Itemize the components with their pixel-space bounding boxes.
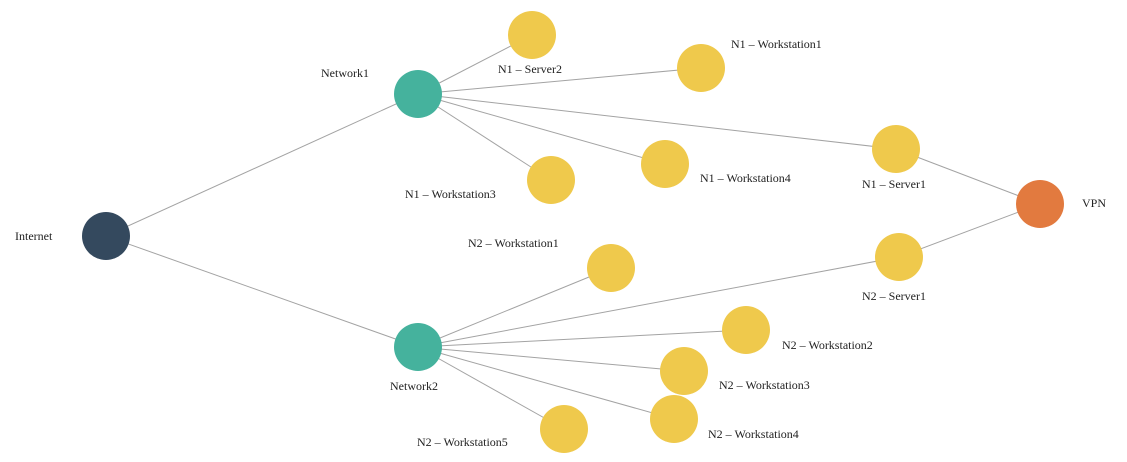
node-circle-vpn[interactable]: [1016, 180, 1064, 228]
edge-network1-n1-workstation3: [417, 93, 552, 181]
edge-network2-n2-server1: [417, 256, 900, 348]
edge-n2-server1-vpn: [898, 203, 1041, 258]
node-label-n1-workstation1: N1 – Workstation1: [731, 37, 822, 51]
node-label-network1: Network1: [321, 66, 369, 80]
node-circle-n1-workstation4[interactable]: [641, 140, 689, 188]
node-n2-workstation5[interactable]: N2 – Workstation5: [417, 405, 588, 453]
node-circle-n2-workstation5[interactable]: [540, 405, 588, 453]
node-label-internet: Internet: [15, 229, 53, 243]
edge-network2-n2-workstation4: [417, 346, 675, 420]
node-label-n1-workstation4: N1 – Workstation4: [700, 171, 791, 185]
node-n1-server1[interactable]: N1 – Server1: [862, 125, 926, 191]
edge-network2-n2-workstation3: [417, 346, 685, 372]
node-internet[interactable]: Internet: [15, 212, 130, 260]
node-n2-workstation3[interactable]: N2 – Workstation3: [660, 347, 810, 395]
node-network2[interactable]: Network2: [390, 323, 442, 393]
node-label-n2-workstation2: N2 – Workstation2: [782, 338, 873, 352]
node-label-n2-workstation3: N2 – Workstation3: [719, 378, 810, 392]
node-n2-workstation1[interactable]: N2 – Workstation1: [468, 236, 635, 292]
node-label-n1-server2: N1 – Server2: [498, 62, 562, 76]
node-circle-n2-server1[interactable]: [875, 233, 923, 281]
node-n2-workstation2[interactable]: N2 – Workstation2: [722, 306, 873, 354]
node-label-n1-workstation3: N1 – Workstation3: [405, 187, 496, 201]
edge-network2-n2-workstation1: [417, 267, 612, 348]
node-n1-workstation1[interactable]: N1 – Workstation1: [677, 37, 822, 92]
node-circle-network1[interactable]: [394, 70, 442, 118]
node-vpn[interactable]: VPN: [1016, 180, 1106, 228]
node-circle-n2-workstation2[interactable]: [722, 306, 770, 354]
edge-internet-network2: [105, 235, 419, 348]
node-label-network2: Network2: [390, 379, 438, 393]
node-label-n1-server1: N1 – Server1: [862, 177, 926, 191]
node-label-n2-server1: N2 – Server1: [862, 289, 926, 303]
node-circle-n1-server2[interactable]: [508, 11, 556, 59]
node-circle-n1-workstation1[interactable]: [677, 44, 725, 92]
node-label-vpn: VPN: [1082, 196, 1106, 210]
node-circle-network2[interactable]: [394, 323, 442, 371]
edge-network1-n1-server1: [417, 93, 897, 150]
node-circle-n2-workstation4[interactable]: [650, 395, 698, 443]
node-circle-internet[interactable]: [82, 212, 130, 260]
edge-network1-n1-workstation4: [417, 93, 666, 165]
node-circle-n1-server1[interactable]: [872, 125, 920, 173]
edge-internet-network1: [105, 93, 419, 237]
node-network1[interactable]: Network1: [321, 66, 442, 118]
node-label-n2-workstation5: N2 – Workstation5: [417, 435, 508, 449]
node-label-n2-workstation1: N2 – Workstation1: [468, 236, 559, 250]
node-n1-workstation3[interactable]: N1 – Workstation3: [405, 156, 575, 204]
edges-layer: [105, 34, 1041, 430]
node-label-n2-workstation4: N2 – Workstation4: [708, 427, 799, 441]
node-n2-workstation4[interactable]: N2 – Workstation4: [650, 395, 799, 443]
edge-n1-server1-vpn: [895, 148, 1041, 205]
node-circle-n2-workstation3[interactable]: [660, 347, 708, 395]
node-circle-n2-workstation1[interactable]: [587, 244, 635, 292]
node-n1-workstation4[interactable]: N1 – Workstation4: [641, 140, 791, 188]
edge-network2-n2-workstation2: [417, 329, 747, 348]
node-n1-server2[interactable]: N1 – Server2: [498, 11, 562, 76]
node-circle-n1-workstation3[interactable]: [527, 156, 575, 204]
edge-network2-n2-workstation5: [417, 346, 565, 430]
edge-network1-n1-workstation1: [417, 67, 702, 95]
node-n2-server1[interactable]: N2 – Server1: [862, 233, 926, 303]
